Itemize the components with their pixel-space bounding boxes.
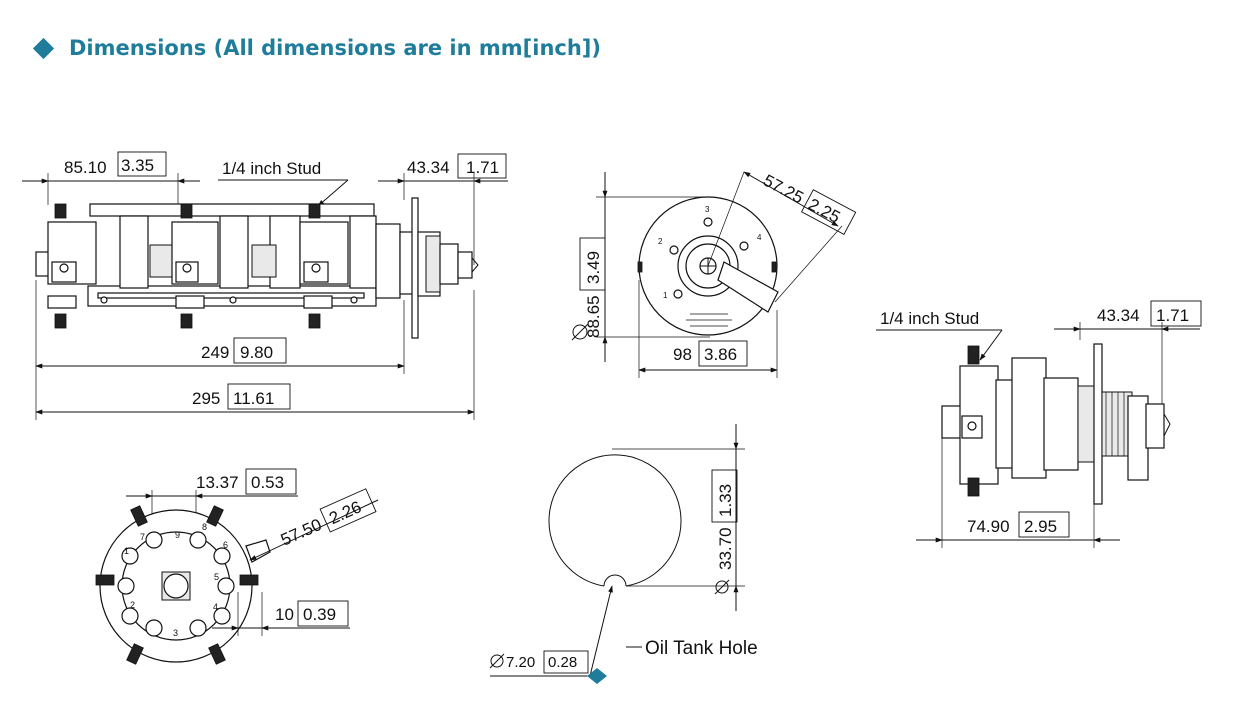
terminal-number: 1: [124, 546, 129, 556]
dim-57-25-mm: 57.25: [760, 171, 806, 208]
stud-label: 1/4 inch Stud: [880, 309, 979, 328]
dim-7-inch: 0.28: [548, 654, 577, 671]
stud-label: 1/4 inch Stud: [222, 159, 321, 178]
dim-85-mm: 85.10: [64, 158, 107, 177]
oil-tank-hole-label: Oil Tank Hole: [645, 638, 758, 659]
terminal-number: 7: [140, 532, 145, 542]
dim-98-inch: 3.86: [704, 345, 737, 364]
terminal-number: 3: [173, 628, 178, 638]
dim-box: [711, 469, 738, 523]
dim-13-inch: 0.53: [251, 473, 284, 492]
dim-box: [233, 337, 287, 364]
dim-57-50-inch: 2.26: [326, 497, 364, 528]
dim-249-mm: 249: [201, 343, 229, 362]
dim-57-25-inch: 2.25: [805, 195, 843, 227]
dim-33-inch: 1.33: [716, 484, 735, 517]
position-label: 1: [663, 291, 668, 300]
dim-box: [227, 383, 291, 410]
dim-88-mm: 88.65: [584, 295, 603, 338]
dim-box: [579, 237, 606, 291]
terminal-number: 2: [130, 600, 135, 610]
dim-box: [1150, 300, 1202, 327]
dim-88-inch: 3.49: [584, 251, 603, 284]
dim-box: [117, 151, 167, 177]
dim-13-mm: 13.37: [196, 473, 239, 492]
dim-side-bottom-mm: 74.90: [967, 517, 1010, 536]
front-view: 85.10 3.35 1/4 inch Stud 43.34 1.71: [22, 151, 508, 420]
oil-tank-hole-view: 33.70 1.33 7.20 0.28 Oil Tank Hole: [489, 424, 758, 684]
dim-10-inch: 0.39: [303, 605, 336, 624]
dim-side-bottom-inch: 2.95: [1024, 517, 1057, 536]
dim-side-top-mm: 43.34: [1097, 306, 1140, 325]
terminal-number: 4: [213, 602, 218, 612]
accent-marker: [587, 668, 607, 684]
position-label: 4: [757, 233, 762, 242]
dim-box: [319, 488, 377, 533]
terminal-number: 9: [175, 530, 180, 540]
dim-box: [457, 153, 507, 179]
dim-box: [800, 189, 857, 235]
dim-box: [1018, 511, 1070, 538]
terminal-number: 5: [214, 572, 219, 582]
dim-7-mm: 7.20: [506, 654, 535, 671]
dim-98-mm: 98: [673, 345, 692, 364]
terminal-number: 6: [223, 540, 228, 550]
dim-295-inch: 11.61: [233, 389, 274, 408]
end-view: 88.65 3.49 3 2 4 1 57.25: [571, 171, 857, 378]
position-label: 3: [705, 205, 710, 214]
dim-box: [297, 600, 349, 627]
dim-box: [245, 468, 297, 495]
dim-box: [543, 650, 589, 674]
terminal-number: 8: [202, 522, 207, 532]
dim-249-inch: 9.80: [240, 343, 273, 362]
section-header: Dimensions (All dimensions are in mm[inc…: [30, 30, 601, 66]
bottom-view: 13.37 0.53 1 2 3 4 5 6 7 9 8: [95, 468, 379, 665]
dim-57-50-mm: 57.50: [278, 515, 325, 550]
page-title: Dimensions (All dimensions are in mm[inc…: [69, 36, 601, 60]
dim-43-inch: 1.71: [466, 158, 499, 177]
dim-10-mm: 10: [275, 605, 294, 624]
dim-33-mm: 33.70: [716, 527, 735, 570]
dim-43-mm: 43.34: [407, 158, 450, 177]
dim-85-inch: 3.35: [121, 156, 154, 175]
dim-box: [698, 340, 748, 367]
position-label: 2: [658, 237, 663, 246]
dim-side-top-inch: 1.71: [1156, 306, 1189, 325]
side-view: 1/4 inch Stud 43.34 1.71: [876, 300, 1202, 548]
dim-295-mm: 295: [192, 389, 220, 408]
